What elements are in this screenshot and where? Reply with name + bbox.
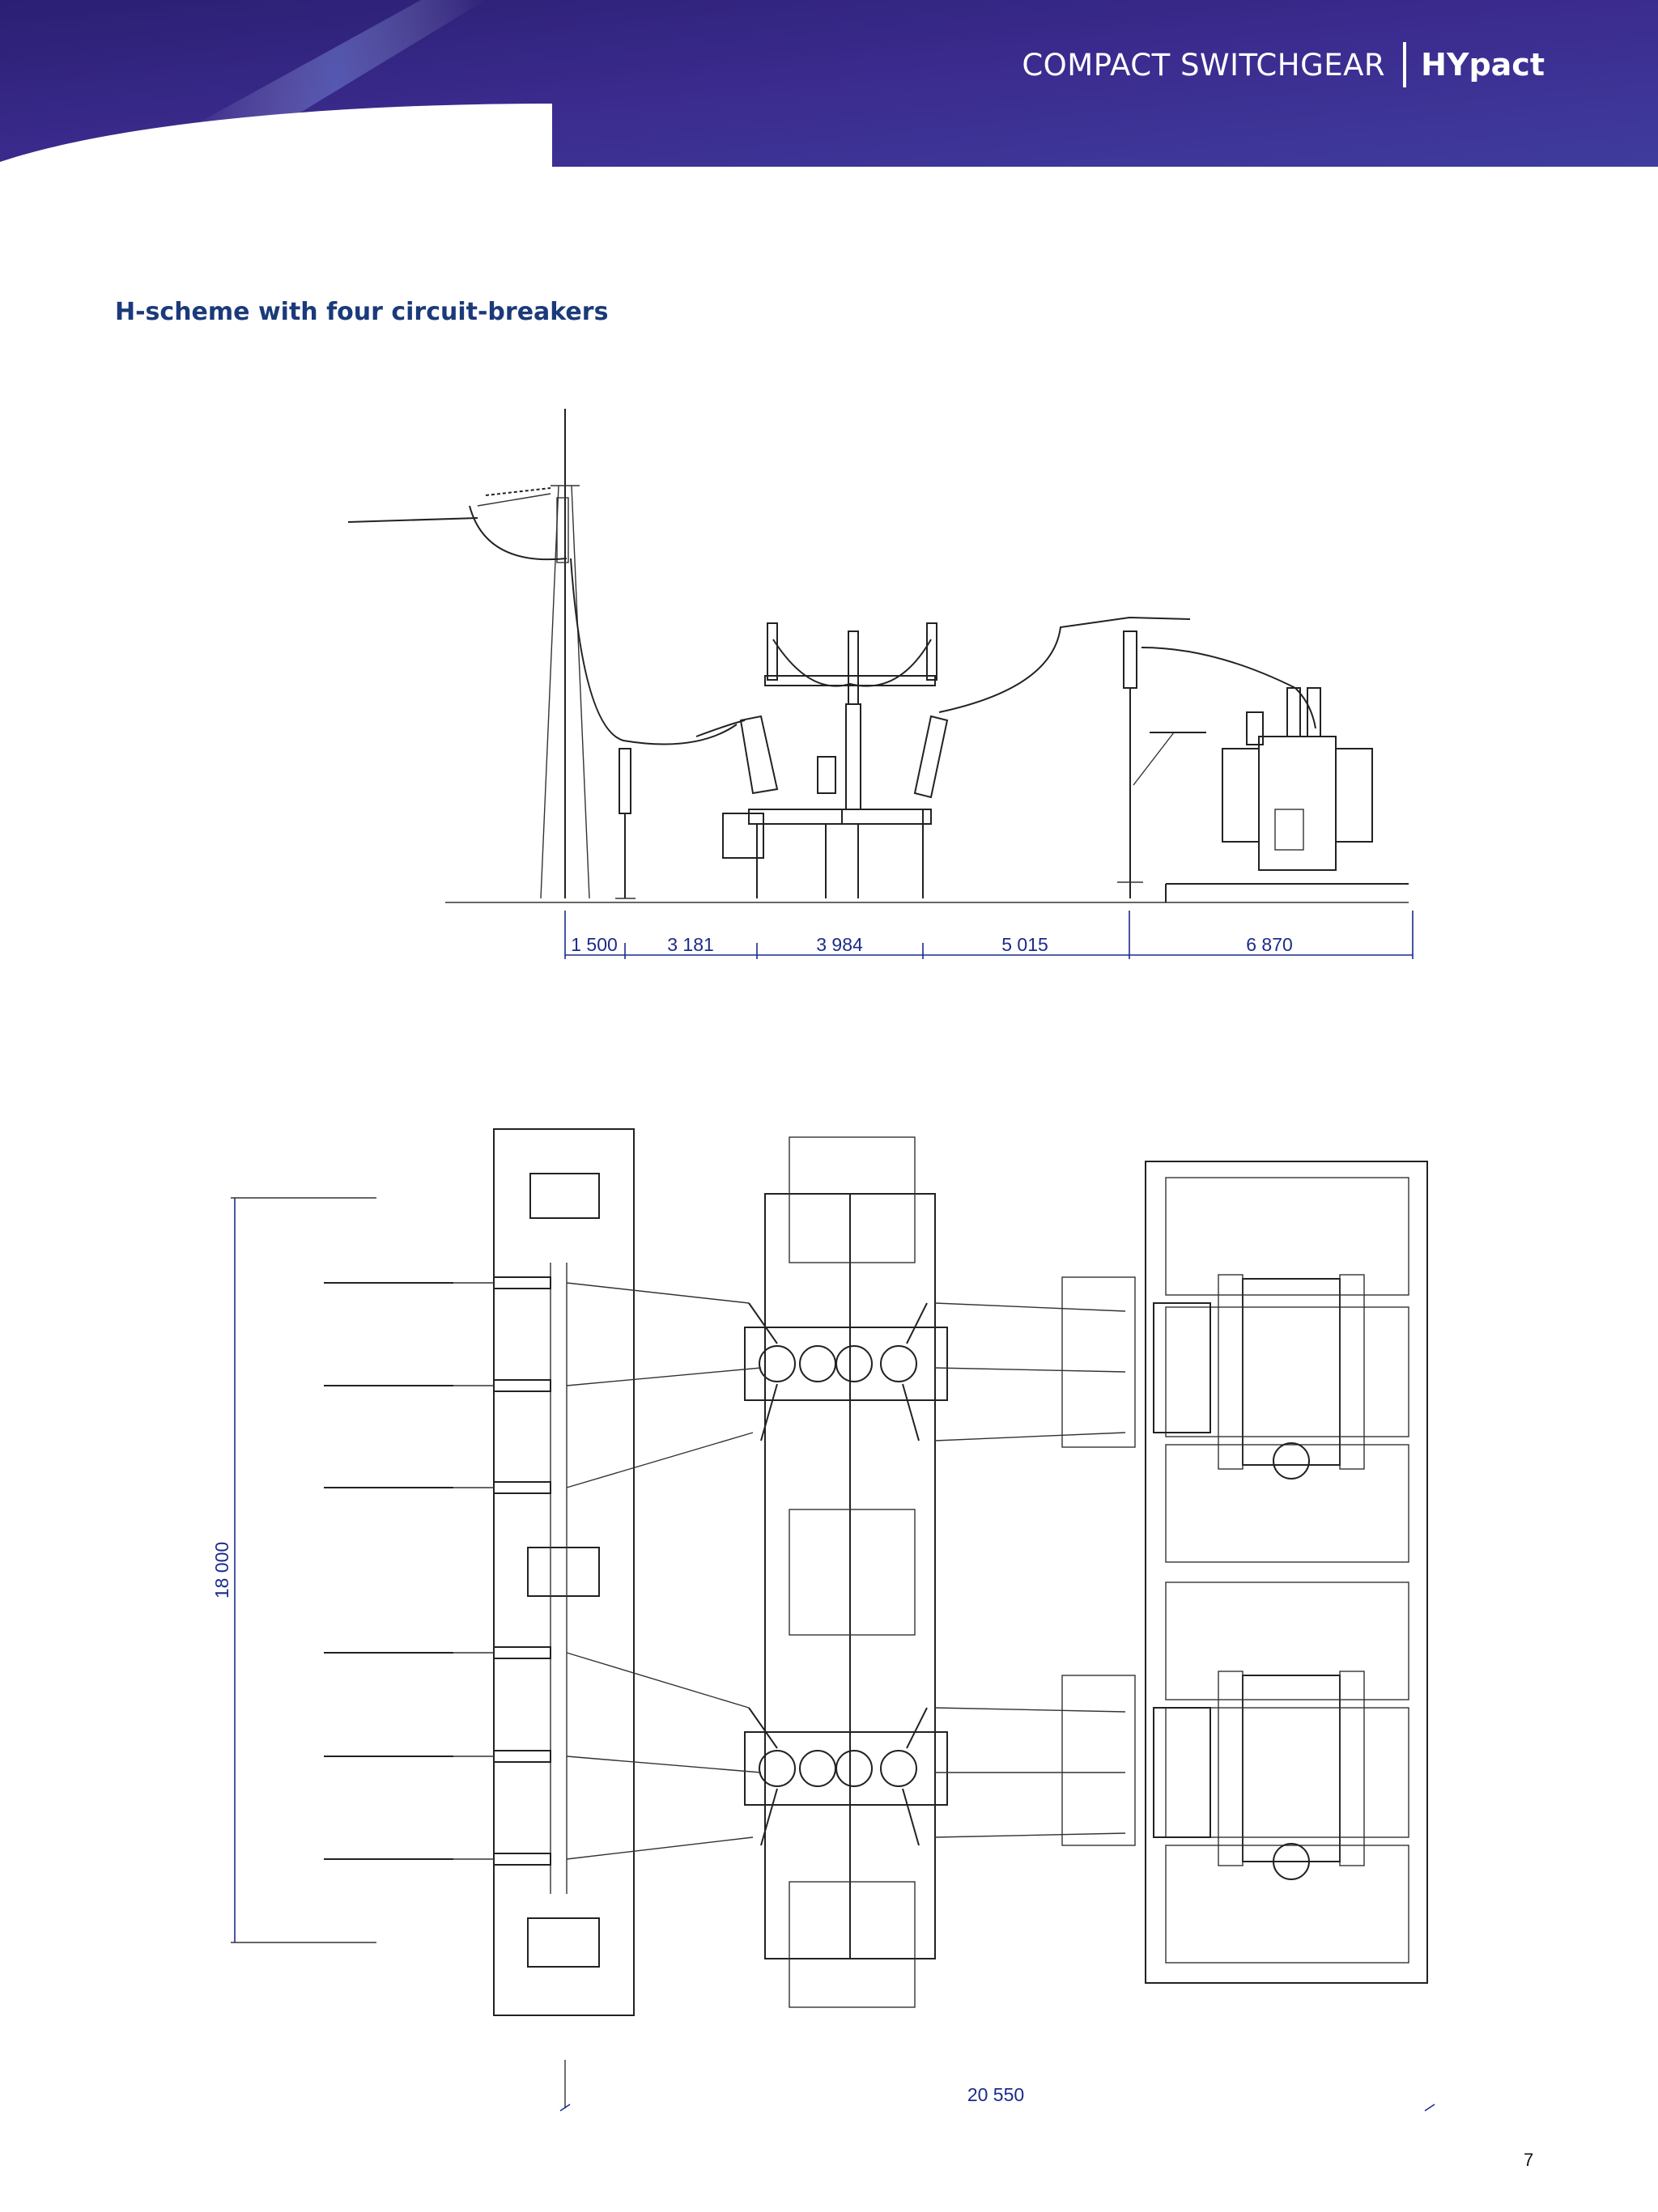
portal-structure <box>1117 630 1316 898</box>
dimension-label: 5 015 <box>1001 934 1048 955</box>
product-name: HYpact <box>1421 47 1545 83</box>
dimension-label: 6 870 <box>1246 934 1293 955</box>
power-transformer <box>1165 687 1409 902</box>
incoming-conductors <box>324 1276 551 1866</box>
line-tower <box>347 409 590 899</box>
plan-view: 18 000 20 550 <box>211 1128 1435 2112</box>
series-title: COMPACT SWITCHGEAR <box>1022 47 1386 83</box>
surge-arrester <box>615 748 636 899</box>
plan-connections <box>566 1282 1126 1860</box>
page-number: 7 <box>1524 2150 1534 2170</box>
plan-height-label: 18 000 <box>211 1542 232 1598</box>
plan-width-label: 20 550 <box>967 2084 1024 2105</box>
figure-title: H-scheme with four circuit-breakers <box>115 298 609 326</box>
circuit-breaker-assembly <box>695 622 949 898</box>
transformer-bays <box>1061 1161 1428 1984</box>
dimension-label: 3 181 <box>667 934 714 955</box>
elevation-view: 1 500 3 181 3 984 5 015 6 870 <box>347 409 1414 959</box>
title-separator <box>1403 42 1407 87</box>
header-title-group: COMPACT SWITCHGEAR HYpact <box>1022 42 1545 87</box>
elevation-dimension-line <box>564 911 1414 959</box>
plan-width-dimension <box>559 2060 1435 2112</box>
dimension-label: 1 500 <box>571 934 618 955</box>
breaker-frame <box>744 1136 948 2008</box>
incoming-line-bay <box>493 1128 635 2016</box>
dimension-label: 3 984 <box>816 934 863 955</box>
plan-height-dimension <box>231 1197 376 1943</box>
header-banner <box>0 0 1658 167</box>
